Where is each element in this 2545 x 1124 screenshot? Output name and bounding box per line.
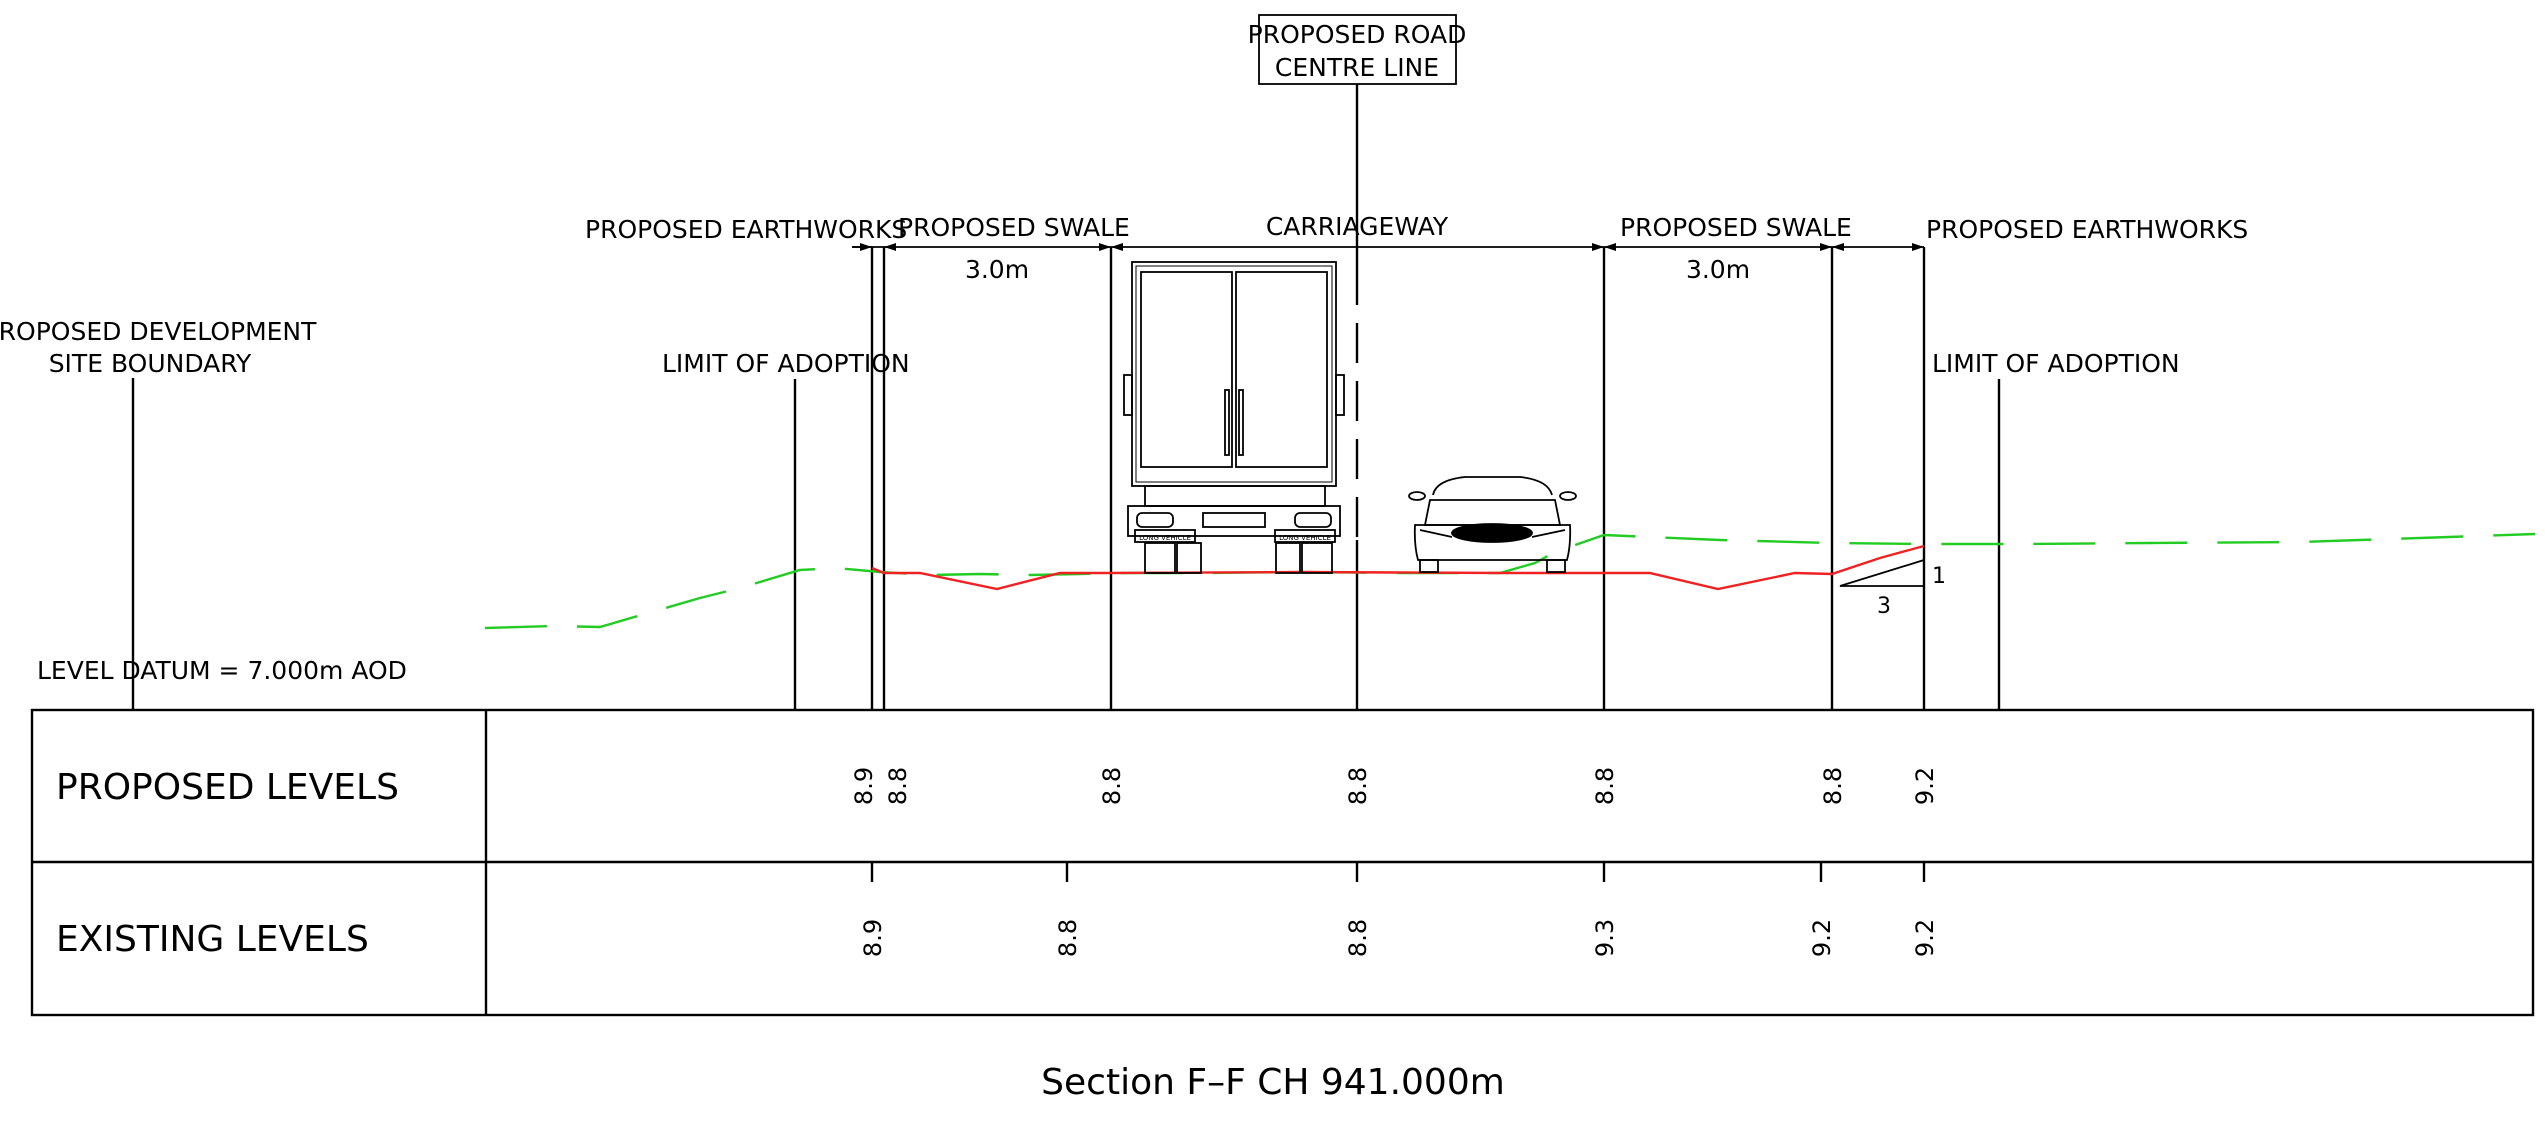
slope-run-label: 3 [1877,594,1891,619]
vehicle-mirror-right [1335,374,1345,416]
car-wheel-left [1419,559,1439,573]
dimension-lines [852,243,1924,251]
existing-levels-label: EXISTING LEVELS [56,919,369,960]
car-wheel-right [1546,559,1566,573]
vehicle-plate-right [1274,529,1336,543]
slope-indicator: 1 3 [1839,558,1946,619]
vehicle-wheel-right-outer [1301,542,1333,574]
vehicle-lights-right [1294,512,1332,528]
existing-level-value: 8.9 [859,919,887,957]
arrowhead [1604,243,1616,251]
site-boundary-label-line1: PROPOSED DEVELOPMENT [0,317,317,346]
arrowhead [1592,243,1604,251]
existing-level-value: 9.2 [1911,919,1939,957]
arrowhead [1820,243,1832,251]
limit-of-adoption-right-label: LIMIT OF ADOPTION [1932,349,2180,378]
arrowhead [884,243,896,251]
arrowhead [860,243,872,251]
site-boundary-label-line2: SITE BOUNDARY [49,349,252,378]
existing-level-value: 9.2 [1808,919,1836,957]
car-mirror-left [1408,491,1426,501]
swale-right-width: 3.0m [1686,255,1750,284]
proposed-level-value: 8.8 [884,767,912,805]
centre-line-label-line1: PROPOSED ROAD [1248,20,1467,49]
car-windscreen-area [1423,499,1562,526]
level-datum-label: LEVEL DATUM = 7.000m AOD [37,656,407,685]
proposed-level-value: 8.8 [1819,767,1847,805]
vehicle-lights-left [1136,512,1174,528]
vehicle-number-plate [1202,512,1266,528]
proposed-level-value: 8.8 [1344,767,1372,805]
proposed-ground-line [871,544,1925,591]
proposed-level-value: 8.9 [850,767,878,805]
swale-right-label: PROPOSED SWALE [1620,213,1852,242]
long-vehicle-illustration [1123,261,1345,574]
centre-line-label: PROPOSED ROAD CENTRE LINE [1248,14,1467,85]
existing-level-value: 8.8 [1344,919,1372,957]
car-headlight-left [1419,529,1453,538]
vehicle-plate-left-text: LONG VEHICLE [1139,534,1191,542]
vehicle-body-inner [1135,265,1333,483]
car-mirror-right [1559,491,1577,501]
carriageway-label: CARRIAGEWAY [1266,212,1449,241]
earthworks-left-label: PROPOSED EARTHWORKS [585,215,907,244]
arrowhead [1832,243,1844,251]
car-headlight-right [1531,529,1566,538]
earthworks-right-label: PROPOSED EARTHWORKS [1926,215,2248,244]
section-title: Section F–F CH 941.000m [1041,1062,1505,1103]
vehicle-wheel-right-inner [1275,542,1301,574]
vehicle-plate-right-text: LONG VEHICLE [1279,534,1331,542]
existing-level-value: 8.8 [1054,919,1082,957]
swale-left-label: PROPOSED SWALE [898,213,1130,242]
proposed-level-value: 9.2 [1911,767,1939,805]
vehicle-wheel-left-inner [1176,542,1202,574]
slope-rise-label: 1 [1932,564,1946,589]
proposed-level-value: 8.8 [1591,767,1619,805]
vehicle-door-handle-left [1224,389,1230,456]
arrowhead [1099,243,1111,251]
existing-ground-line [484,532,2536,630]
car-body [1413,524,1572,561]
swale-left-width: 3.0m [965,255,1029,284]
levels-table: PROPOSED LEVELS EXISTING LEVELS 8.9 8.8 … [30,708,2535,1017]
car-illustration [1408,476,1577,573]
vehicle-door-left [1140,271,1233,468]
vehicle-mirror-left [1123,374,1133,416]
slope-triangle [1839,558,1925,587]
arrowhead [1111,243,1123,251]
car-grille [1451,523,1533,543]
proposed-level-value: 8.8 [1098,767,1126,805]
vehicle-wheel-left-outer [1144,542,1176,574]
limit-of-adoption-left-label: LIMIT OF ADOPTION [662,349,910,378]
existing-level-value: 9.3 [1591,919,1619,957]
vehicle-bumper [1127,505,1341,537]
vehicle-chassis [1144,485,1326,507]
arrowhead [1912,243,1924,251]
vehicle-plate-left [1134,529,1196,543]
vehicle-door-right [1235,271,1328,468]
proposed-levels-label: PROPOSED LEVELS [56,767,399,808]
vehicle-door-handle-right [1238,389,1244,456]
car-roof [1432,476,1553,496]
vehicle-body [1131,261,1337,487]
centre-line-label-line2: CENTRE LINE [1275,53,1439,82]
